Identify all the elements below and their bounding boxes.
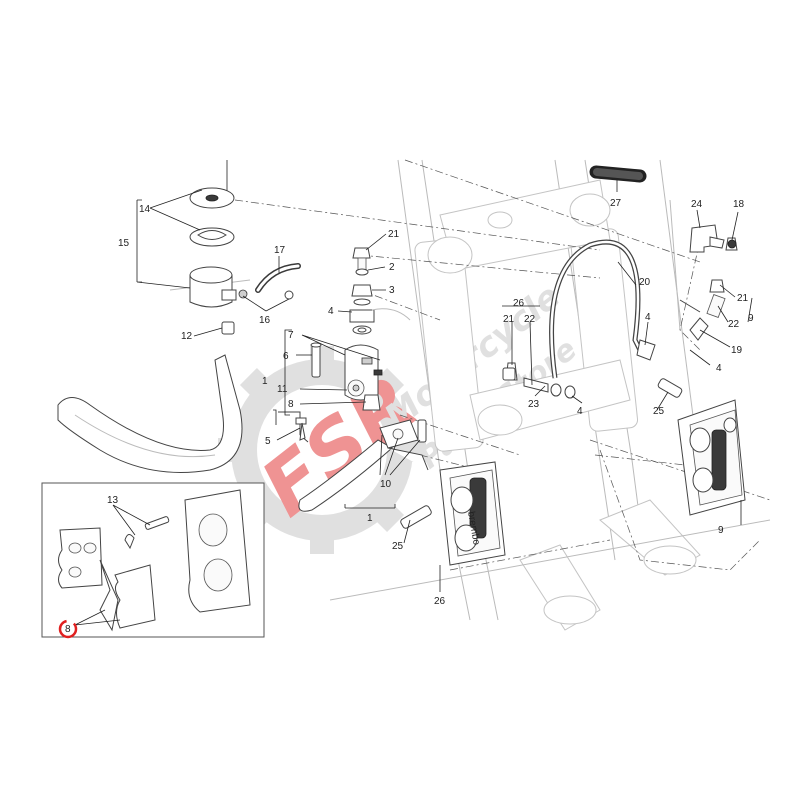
callout-21-center: 21 (503, 314, 515, 325)
callout-8-inset: 8 (65, 624, 71, 635)
callout-15: 15 (118, 238, 130, 249)
callout-8-highlight[interactable] (58, 619, 78, 639)
hose-bracket-right (679, 224, 738, 341)
callout-16: 16 (259, 315, 271, 326)
reservoir-hose (255, 263, 301, 293)
fork-assembly-outline (169, 159, 771, 631)
callout-10: 10 (380, 479, 392, 490)
callout-22-right: 22 (728, 319, 740, 330)
leader-lines (74, 180, 753, 626)
callout-21-right: 21 (737, 293, 749, 304)
callout-labels: 14 15 17 16 12 21 2 3 4 7 6 1 11 8 5 10 … (58, 198, 754, 639)
callout-5: 5 (265, 436, 271, 447)
callout-25-center: 25 (392, 541, 404, 552)
callout-22-center: 22 (524, 314, 536, 325)
callout-18: 18 (733, 199, 745, 210)
callout-9-upper: 9 (748, 313, 754, 324)
callout-8-upper: 8 (288, 399, 294, 410)
callout-9-lower: 9 (718, 525, 724, 536)
callout-2: 2 (389, 262, 395, 273)
brake-hose-center (502, 362, 576, 399)
callout-27: 27 (610, 198, 622, 209)
callout-4-center: 4 (577, 406, 583, 417)
lever-guard-bracket (57, 354, 243, 473)
callout-11: 11 (277, 384, 288, 395)
callout-23: 23 (528, 399, 540, 410)
brake-lever (298, 419, 429, 512)
brake-fluid-reservoir (189, 160, 248, 335)
brake-master-cylinder (278, 342, 383, 443)
callout-26-center: 26 (513, 298, 525, 309)
callout-1-upper: 1 (262, 376, 268, 387)
callout-7: 7 (288, 330, 294, 341)
callout-3: 3 (389, 285, 395, 296)
callout-12: 12 (181, 331, 193, 342)
callout-26-bottom: 26 (434, 596, 446, 607)
callout-19: 19 (731, 345, 743, 356)
callout-20: 20 (639, 277, 651, 288)
callout-1-lower: 1 (367, 513, 373, 524)
callout-6: 6 (283, 351, 289, 362)
banjo-bolt-stack-left (349, 247, 411, 335)
callout-4-hose: 4 (645, 312, 651, 323)
callout-17: 17 (274, 245, 286, 256)
brake-caliper-right (657, 378, 746, 516)
callout-4-left: 4 (328, 306, 334, 317)
callout-4-right: 4 (716, 363, 722, 374)
callout-25-right: 25 (653, 406, 665, 417)
callout-24: 24 (691, 199, 703, 210)
brake-caliper-center: brembo (400, 461, 506, 566)
callout-13: 13 (107, 495, 119, 506)
callout-21-left: 21 (388, 229, 400, 240)
brake-pad-inset (41, 482, 265, 638)
callout-14: 14 (139, 204, 151, 215)
